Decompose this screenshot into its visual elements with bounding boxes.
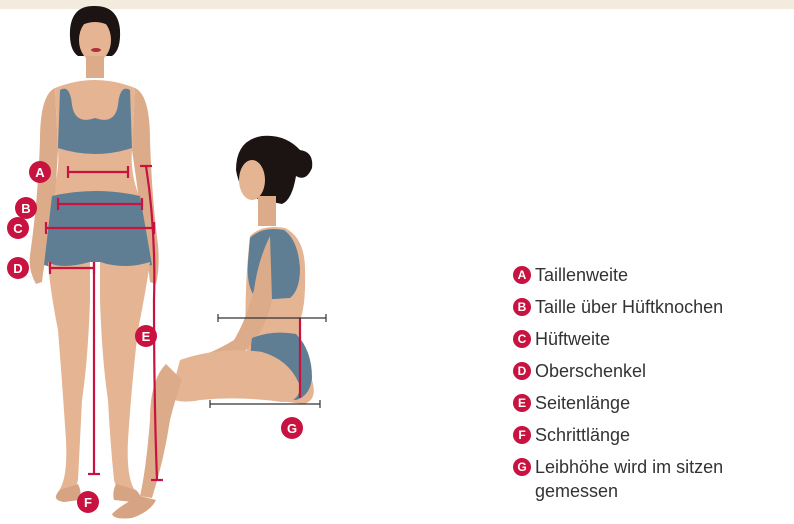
svg-text:G: G xyxy=(287,421,297,436)
legend-label-g: Leibhöhe wird im sitzen gemessen xyxy=(535,455,794,503)
legend-label-e: Seitenlänge xyxy=(535,391,630,415)
marker-f: F xyxy=(77,491,99,513)
legend-item-b: B Taille über Hüftknochen xyxy=(513,295,794,327)
marker-d: D xyxy=(7,257,29,279)
legend-label-f: Schrittlänge xyxy=(535,423,630,447)
svg-text:D: D xyxy=(13,261,22,276)
marker-g: G xyxy=(281,417,303,439)
marker-a: A xyxy=(29,161,51,183)
svg-text:C: C xyxy=(13,221,23,236)
svg-text:F: F xyxy=(84,495,92,510)
marker-b: B xyxy=(15,197,37,219)
legend-item-f: F Schrittlänge xyxy=(513,423,794,455)
svg-text:B: B xyxy=(21,201,30,216)
legend-badge-e: E xyxy=(513,394,531,412)
svg-text:E: E xyxy=(142,329,151,344)
legend-item-d: D Oberschenkel xyxy=(513,359,794,391)
svg-text:A: A xyxy=(35,165,45,180)
legend-badge-f: F xyxy=(513,426,531,444)
legend-badge-a: A xyxy=(513,266,531,284)
legend-item-a: A Taillenweite xyxy=(513,263,794,295)
legend-badge-b: B xyxy=(513,298,531,316)
legend-label-d: Oberschenkel xyxy=(535,359,646,383)
legend-label-b: Taille über Hüftknochen xyxy=(535,295,723,319)
legend-badge-d: D xyxy=(513,362,531,380)
legend-label-c: Hüftweite xyxy=(535,327,610,351)
legend-label-a: Taillenweite xyxy=(535,263,628,287)
measurement-legend: A Taillenweite B Taille über Hüftknochen… xyxy=(513,263,794,519)
legend-badge-g: G xyxy=(513,458,531,476)
legend-item-e: E Seitenlänge xyxy=(513,391,794,423)
marker-e: E xyxy=(135,325,157,347)
legend-badge-c: C xyxy=(513,330,531,348)
legend-item-c: C Hüftweite xyxy=(513,327,794,359)
legend-item-g: G Leibhöhe wird im sitzen gemessen xyxy=(513,455,794,519)
marker-c: C xyxy=(7,217,29,239)
